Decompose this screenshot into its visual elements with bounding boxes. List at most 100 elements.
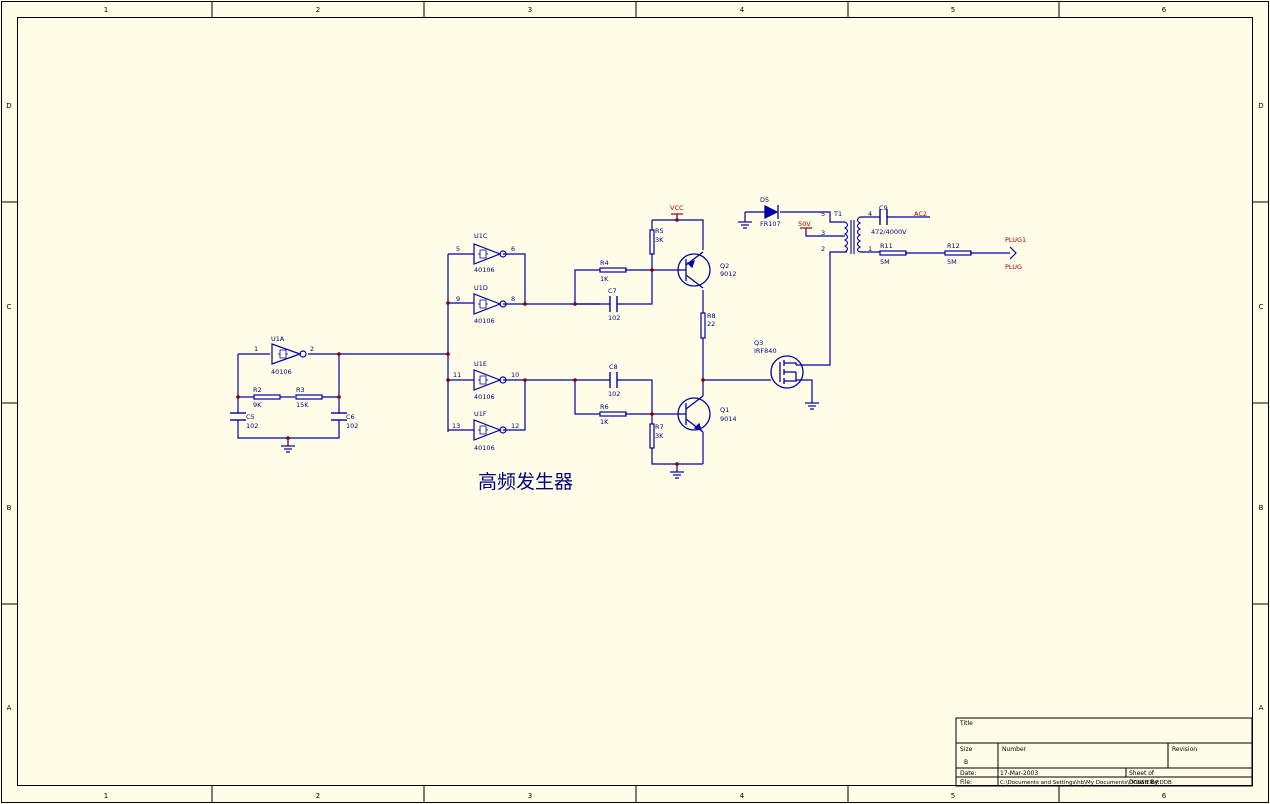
c9-ref: C9 xyxy=(879,204,888,212)
u1e-pin-out: 10 xyxy=(511,371,519,379)
col-label-bottom-3: 3 xyxy=(528,792,532,800)
ac2-net-label: AC2 xyxy=(914,210,927,218)
q3-ref: Q3 xyxy=(754,339,763,347)
col-label-top-5: 5 xyxy=(951,6,955,14)
row-label-left-c: C xyxy=(7,303,12,311)
u1a-ref: U1A xyxy=(271,335,285,343)
col-label-top-6: 6 xyxy=(1162,6,1167,14)
r4-ref: R4 xyxy=(600,259,609,267)
col-label-bottom-4: 4 xyxy=(740,792,745,800)
r3-resistor xyxy=(295,394,323,400)
plug1-net-label: PLUG1 xyxy=(1005,236,1026,244)
r7-value: 3K xyxy=(655,432,664,440)
col-label-top-3: 3 xyxy=(528,6,532,14)
row-label-right-d: D xyxy=(1258,102,1263,110)
q1-npn-transistor xyxy=(660,395,711,433)
u1f-ref: U1F xyxy=(474,410,487,418)
t1-pin-3: 3 xyxy=(821,229,825,237)
plug2-net-label: PLUG xyxy=(1005,263,1022,271)
date-label: Date: xyxy=(960,770,976,777)
c9-capacitor xyxy=(879,209,888,225)
col-label-bottom-2: 2 xyxy=(316,792,320,800)
r8-value: 22 xyxy=(707,320,715,328)
u1e-ref: U1E xyxy=(474,360,487,368)
q2-ref: Q2 xyxy=(720,262,729,270)
c9-value: 472/4000V xyxy=(871,228,907,236)
r2-ref: R2 xyxy=(253,386,262,394)
title-label: Title xyxy=(959,720,973,727)
u1f-pin-out: 12 xyxy=(511,422,519,430)
r5-value: 3K xyxy=(655,236,664,244)
r6-value: 1K xyxy=(600,418,609,426)
row-label-left-a: A xyxy=(7,704,12,712)
r7-ref: R7 xyxy=(655,423,664,431)
r8-ref: R8 xyxy=(707,312,716,320)
q1-value: 9014 xyxy=(720,415,737,423)
d5-diode xyxy=(764,204,779,220)
file-value: C:\Documents and Settings\hb\My Document… xyxy=(1000,780,1172,786)
col-label-top-4: 4 xyxy=(740,6,745,14)
u1e-value: 40106 xyxy=(474,393,495,401)
ground-symbol-d5 xyxy=(738,221,752,229)
t1-transformer xyxy=(843,216,862,254)
r12-resistor xyxy=(944,250,972,256)
u1f-inverter xyxy=(473,419,507,441)
r11-resistor xyxy=(879,250,907,256)
r11-value: 5M xyxy=(880,258,890,266)
schematic-caption: 高频发生器 xyxy=(478,471,573,493)
col-label-top-1: 1 xyxy=(104,6,108,14)
q1-ref: Q1 xyxy=(720,406,729,414)
col-label-bottom-6: 6 xyxy=(1162,792,1167,800)
u1c-pin-out: 6 xyxy=(511,245,515,253)
r2-value: 9K xyxy=(253,401,262,409)
u1a-pin-out: 2 xyxy=(310,345,314,353)
u1f-pin-in: 13 xyxy=(452,422,460,430)
r5-resistor xyxy=(649,229,655,255)
col-label-bottom-1: 1 xyxy=(104,792,108,800)
t1-pin-5: 5 xyxy=(821,210,825,218)
r2-resistor xyxy=(253,394,281,400)
row-label-right-c: C xyxy=(1259,303,1264,311)
d5-value: FR107 xyxy=(760,220,781,228)
r12-ref: R12 xyxy=(947,242,960,250)
r6-resistor xyxy=(599,411,627,417)
size-label: Size xyxy=(960,746,973,753)
u1a-inverter xyxy=(271,343,307,365)
title-block xyxy=(955,717,1253,787)
c6-capacitor xyxy=(331,412,347,421)
u1a-value: 40106 xyxy=(271,368,292,376)
u1d-pin-in: 9 xyxy=(456,295,460,303)
revision-label: Revision xyxy=(1172,746,1197,753)
c5-capacitor xyxy=(230,412,246,421)
u1d-ref: U1D xyxy=(474,284,488,292)
c5-ref: C5 xyxy=(246,413,255,421)
c8-ref: C8 xyxy=(609,363,618,371)
drawn-by-label: Drawn By: xyxy=(1129,779,1160,786)
c7-value: 102 xyxy=(608,314,620,322)
c6-ref: C6 xyxy=(346,413,355,421)
r5-ref: R5 xyxy=(655,227,664,235)
vcc-net-label: VCC xyxy=(670,204,684,212)
r12-value: 5M xyxy=(947,258,957,266)
q2-value: 9012 xyxy=(720,270,737,278)
ground-symbol-q1 xyxy=(670,471,684,479)
u1d-inverter xyxy=(473,293,507,315)
u1c-pin-in: 5 xyxy=(456,245,460,253)
t1-pin-2: 2 xyxy=(821,245,825,253)
u1c-inverter xyxy=(473,243,507,265)
u1f-value: 40106 xyxy=(474,444,495,452)
q3-value: IRF840 xyxy=(754,347,777,355)
u1c-ref: U1C xyxy=(474,232,488,240)
q2-pnp-transistor xyxy=(660,251,711,289)
row-label-right-b: B xyxy=(1259,504,1264,512)
q3-mosfet xyxy=(770,355,804,389)
v50-net-label: 50V xyxy=(798,220,811,228)
u1c-value: 40106 xyxy=(474,266,495,274)
r6-ref: R6 xyxy=(600,403,609,411)
t1-pin-4: 4 xyxy=(868,210,872,218)
c5-value: 102 xyxy=(246,422,258,430)
sheet-label: Sheet of xyxy=(1129,770,1155,777)
u1e-pin-in: 11 xyxy=(453,371,461,379)
c7-ref: C7 xyxy=(608,287,617,295)
